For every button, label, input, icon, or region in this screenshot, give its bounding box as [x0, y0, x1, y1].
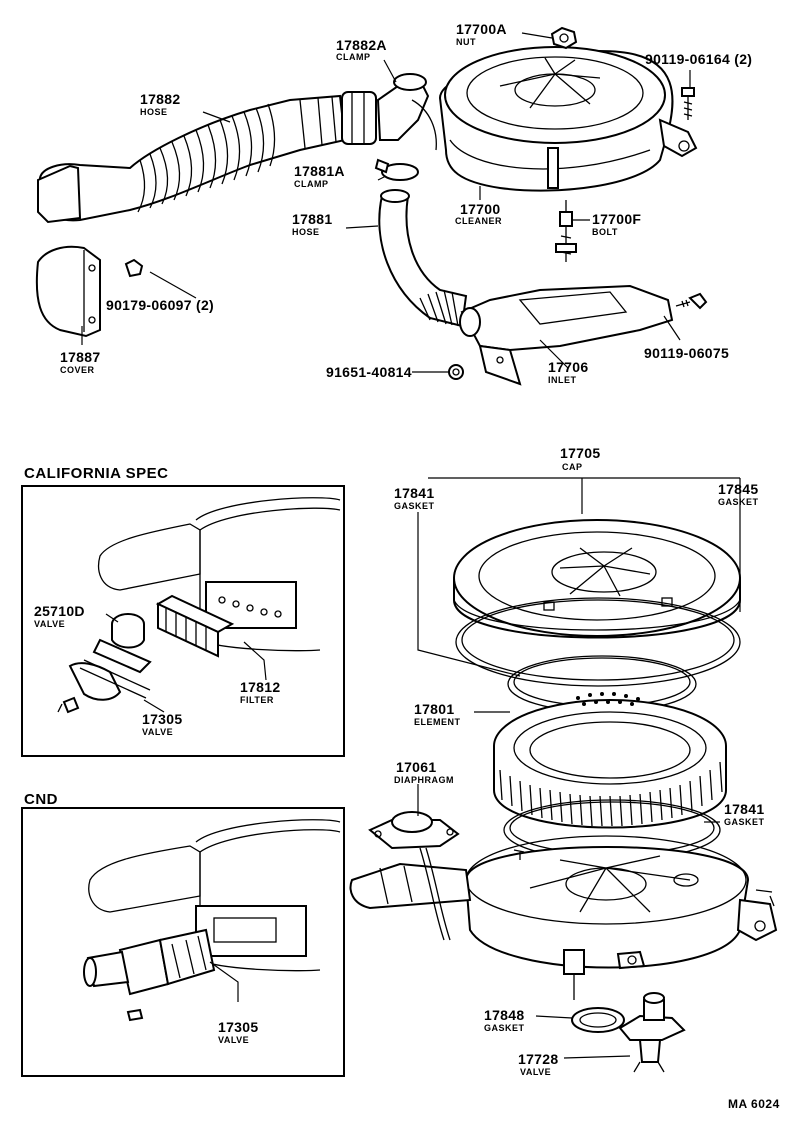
california-cleaner-sketch: [97, 497, 341, 652]
part-number-17881A: 17881A: [294, 163, 345, 179]
part-number-17305-california: 17305: [142, 711, 183, 727]
gasket-17845: [455, 597, 741, 687]
part-number-17705: 17705: [560, 445, 601, 461]
part-number-17706: 17706: [548, 359, 589, 375]
part-number-17700F: 17700F: [592, 211, 642, 227]
part-number-17841-bottom: 17841: [724, 801, 765, 817]
part-name-hose: HOSE: [140, 107, 168, 117]
cnd-box: [21, 807, 345, 1077]
part-number-17061: 17061: [396, 759, 437, 775]
clamp-17881A: [374, 158, 419, 181]
filter-17812: [155, 594, 235, 658]
inlet-17706: [459, 284, 674, 386]
diaphragm-17061: [368, 811, 460, 941]
part-number-90119-06075: 90119-06075: [644, 345, 730, 361]
part-name-cap: CAP: [562, 462, 583, 472]
part-number-17882: 17882: [140, 91, 181, 107]
part-number-91651-40814: 91651-40814: [326, 364, 412, 380]
valve-25710D: [92, 613, 152, 674]
cleaner-case: [349, 835, 778, 1000]
part-number-90119-06164: 90119-06164 (2): [645, 51, 753, 67]
element-17801: [493, 692, 727, 829]
bolt-17700F: [547, 147, 577, 262]
part-name-clamp-2: CLAMP: [294, 179, 329, 189]
part-number-17845: 17845: [718, 481, 759, 497]
part-name-inlet: INLET: [548, 375, 577, 385]
air-cleaner-17700: [411, 46, 698, 192]
part-name-clamp: CLAMP: [336, 52, 371, 62]
part-number-17848: 17848: [484, 1007, 525, 1023]
part-number-17700: 17700: [460, 201, 501, 217]
part-number-17700A: 17700A: [456, 21, 507, 37]
part-name-diaphragm: DIAPHRAGM: [394, 775, 454, 785]
part-number-17841-top: 17841: [394, 485, 435, 501]
diagram-code: MA 6024: [728, 1097, 780, 1111]
hose-17881: [378, 189, 468, 328]
part-name-filter: FILTER: [240, 695, 274, 705]
part-name-nut: NUT: [456, 37, 476, 47]
part-name-valve-17305-cnd: VALVE: [218, 1035, 250, 1045]
part-name-gasket-top: GASKET: [394, 501, 435, 511]
clamp-17882A: [341, 73, 430, 145]
valve-17305-california: [57, 659, 151, 714]
california-spec-title: CALIFORNIA SPEC: [24, 465, 169, 482]
cap-17705: [453, 519, 741, 639]
part-name-valve-17728: VALVE: [520, 1067, 552, 1077]
nut-91651-40814: [448, 364, 464, 380]
part-name-cover: COVER: [60, 365, 95, 375]
part-number-17882A: 17882A: [336, 37, 387, 53]
part-name-hose-2: HOSE: [292, 227, 320, 237]
part-number-17305-cnd: 17305: [218, 1019, 259, 1035]
part-number-17801: 17801: [414, 701, 455, 717]
intake-hose-17882: [37, 94, 347, 224]
part-name-valve-25710D: VALVE: [34, 619, 66, 629]
part-name-element: ELEMENT: [414, 717, 461, 727]
cover-17887: [35, 245, 144, 338]
valve-17305-cnd: [83, 928, 216, 1022]
part-name-gasket-17848: GASKET: [484, 1023, 525, 1033]
part-number-25710D: 25710D: [34, 603, 85, 619]
nut-17700A: [550, 26, 578, 50]
part-name-cleaner: CLEANER: [455, 216, 503, 226]
part-name-gasket-bottom: GASKET: [724, 817, 765, 827]
part-number-90179-06097: 90179-06097 (2): [106, 297, 215, 313]
california-spec-box: [21, 485, 345, 757]
bolt-90119-06164: [681, 87, 695, 120]
cnd-title: CND: [24, 791, 58, 808]
part-number-17887: 17887: [60, 349, 101, 365]
part-name-bolt: BOLT: [592, 227, 618, 237]
part-number-17812: 17812: [240, 679, 281, 695]
gasket-17848: [571, 1007, 625, 1033]
part-number-17881: 17881: [292, 211, 333, 227]
bolt-90119-06075: [675, 292, 708, 310]
part-name-valve-17305-california: VALVE: [142, 727, 174, 737]
part-name-gasket-17845: GASKET: [718, 497, 759, 507]
part-number-17728: 17728: [518, 1051, 559, 1067]
valve-17728: [618, 992, 686, 1073]
